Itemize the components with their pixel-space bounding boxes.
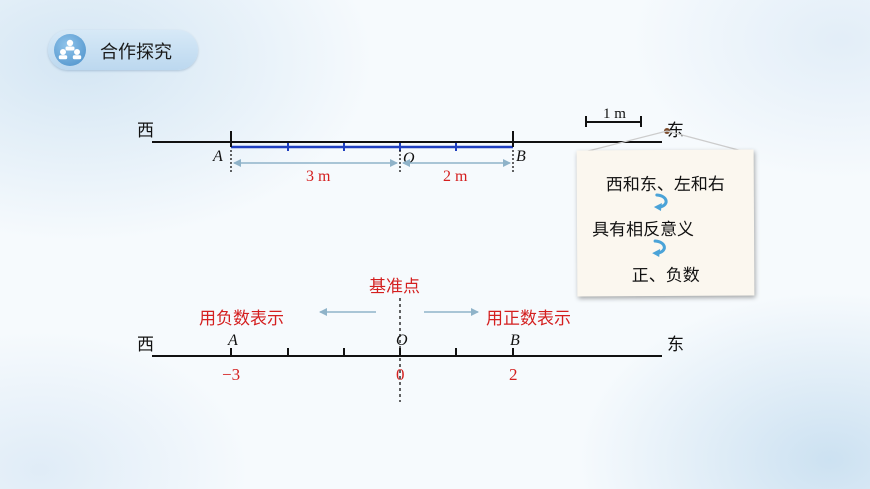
top-east-label: 东 <box>667 121 684 141</box>
curl-arrow-icon <box>652 239 666 258</box>
note-line-3: 正、负数 <box>631 265 700 287</box>
top-west-label: 西 <box>137 121 154 141</box>
distance-label-ob: 2 m <box>443 168 468 185</box>
value-label-b: 2 <box>509 365 518 384</box>
top-number-line: 西 东 A O B 3 m 2 m 1 m <box>137 106 747 185</box>
note-card: 西和东、左和右 具有相反意义 正、负数 <box>576 149 755 297</box>
distance-label-ao: 3 m <box>306 168 331 185</box>
bottom-number-line: 基准点 用负数表示 用正数表示 西 东 A O B −3 0 2 <box>137 277 684 402</box>
section-badge: 合作探究 <box>48 30 198 70</box>
bottom-east-label: 东 <box>667 335 684 355</box>
note-pin-strings <box>583 128 747 153</box>
bottom-point-a-label: A <box>227 332 238 349</box>
bottom-west-label: 西 <box>137 335 154 355</box>
negative-direction-label: 用负数表示 <box>199 309 284 329</box>
top-point-b-label: B <box>516 148 526 165</box>
team-icon <box>54 34 86 66</box>
top-point-o-label: O <box>403 150 415 167</box>
scale-label: 1 m <box>603 106 626 122</box>
bottom-point-b-label: B <box>510 332 520 349</box>
top-point-a-label: A <box>212 148 223 165</box>
note-line-2: 具有相反意义 <box>591 219 695 241</box>
section-title: 合作探究 <box>100 42 172 63</box>
reference-point-label: 基准点 <box>369 277 420 297</box>
curl-arrow-icon <box>653 193 668 212</box>
value-label-o: 0 <box>396 365 405 384</box>
value-label-a: −3 <box>222 365 240 384</box>
bottom-point-o-label: O <box>396 332 408 349</box>
positive-direction-label: 用正数表示 <box>486 309 571 329</box>
scale-bar: 1 m <box>585 106 642 127</box>
